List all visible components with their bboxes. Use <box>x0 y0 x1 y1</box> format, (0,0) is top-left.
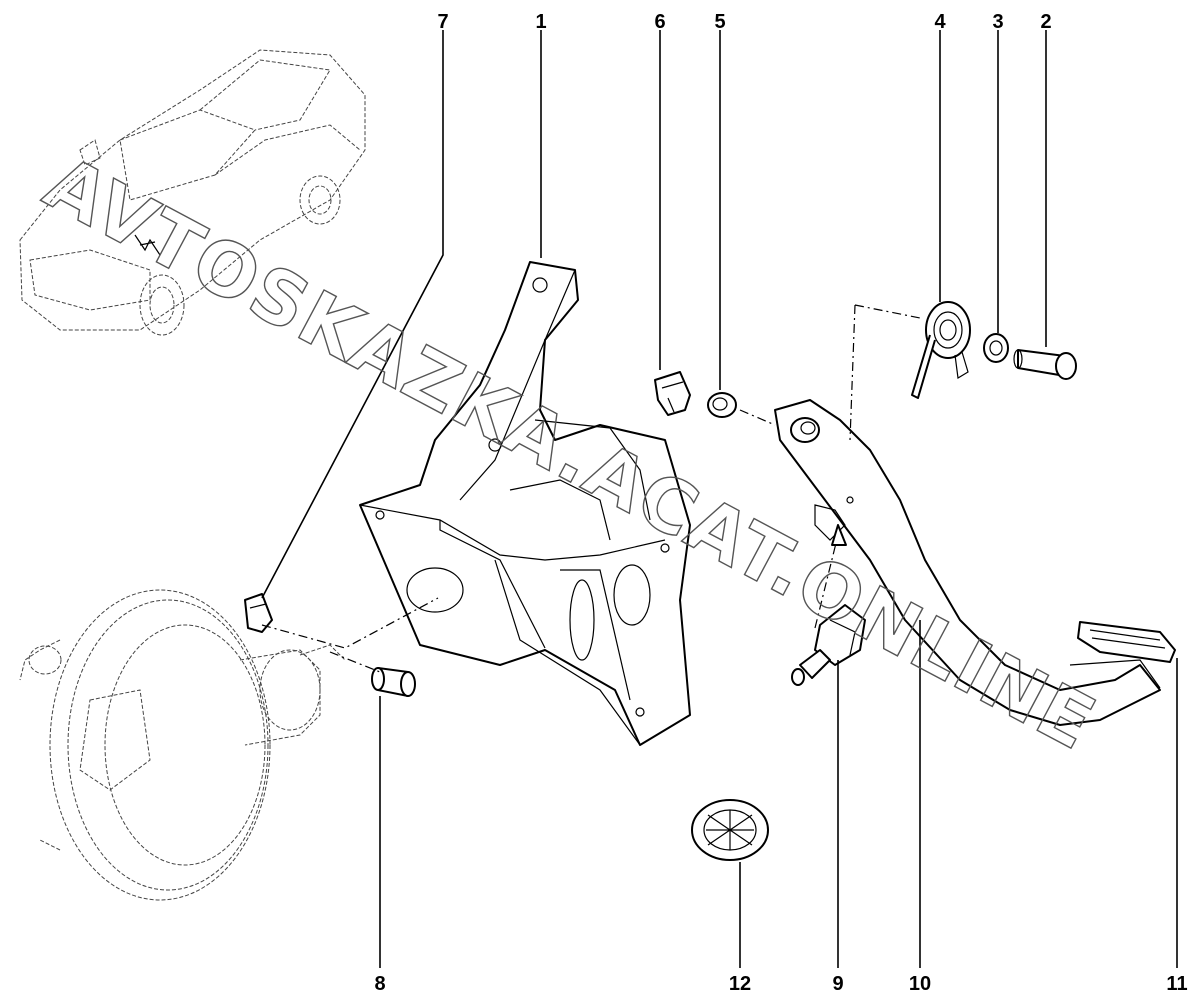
brake-pedal-lever <box>774 399 1161 726</box>
car-location-view <box>19 49 366 336</box>
assembly-lines <box>261 304 921 673</box>
clip-6 <box>654 371 691 416</box>
callout-1: 1 <box>535 11 546 33</box>
callout-5: 5 <box>714 11 725 33</box>
watermark: AVTOSKAZKA.ACAT.ONLINE <box>32 140 1110 768</box>
callout-9: 9 <box>832 973 843 995</box>
callout-labels: 7 1 6 5 4 3 2 8 12 9 10 11 <box>374 11 1187 995</box>
callout-11: 11 <box>1166 973 1187 995</box>
callout-7: 7 <box>437 11 448 33</box>
callout-2: 2 <box>1040 11 1051 33</box>
callout-3: 3 <box>992 11 1003 33</box>
washer-3 <box>983 333 1009 363</box>
brake-light-switch <box>791 604 866 686</box>
callout-12: 12 <box>729 973 751 995</box>
pin-2 <box>1013 349 1077 380</box>
pedal-pad <box>1077 621 1176 663</box>
plug-cap <box>691 799 769 861</box>
bushing-5 <box>707 392 737 418</box>
brake-booster <box>19 589 346 901</box>
callout-10: 10 <box>909 973 931 995</box>
pin-8 <box>371 667 416 697</box>
pedal-bracket <box>359 261 691 746</box>
return-spring-4 <box>911 301 971 399</box>
leader-lines <box>261 30 1178 968</box>
callout-6: 6 <box>654 11 665 33</box>
callout-8: 8 <box>374 973 385 995</box>
callout-4: 4 <box>934 11 946 33</box>
